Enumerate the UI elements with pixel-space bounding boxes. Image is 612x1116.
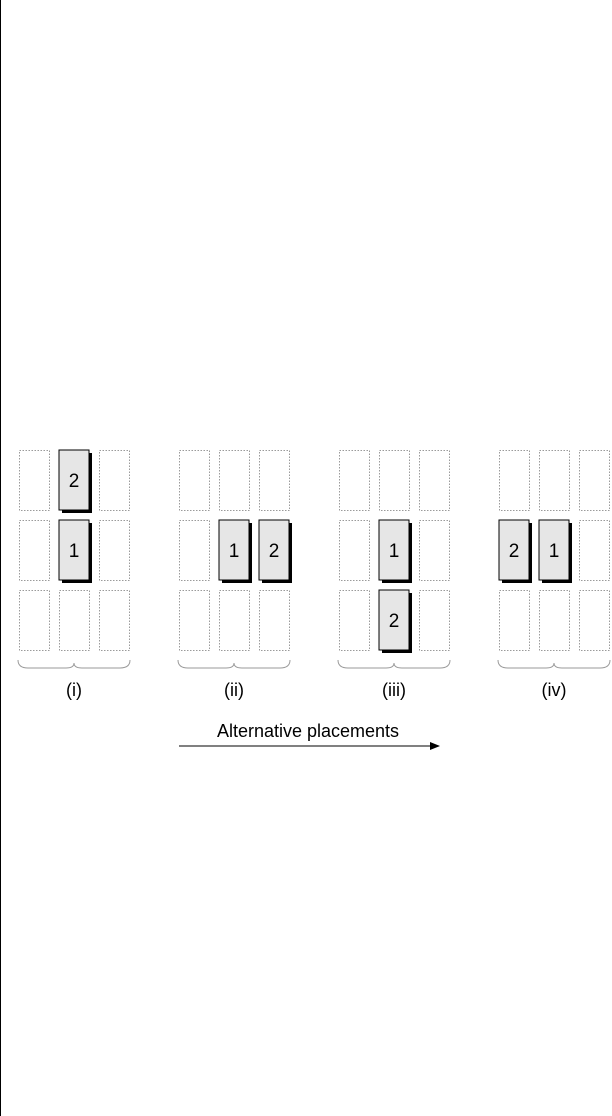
empty-slot (180, 591, 210, 651)
panel-brace (338, 660, 450, 668)
panel-label: (iv) (542, 680, 567, 700)
alternative-placements-arrow: Alternative placements (179, 721, 439, 746)
panel-3: 1 2 (iii) (338, 451, 450, 701)
slot-number-label: 1 (389, 541, 400, 562)
panel-brace (18, 660, 130, 668)
filled-slot: 1 (59, 520, 92, 583)
empty-slot (540, 451, 570, 511)
panel-label: (ii) (224, 680, 244, 700)
empty-slot (420, 591, 450, 651)
filled-slot: 2 (379, 590, 412, 653)
empty-slot (20, 451, 50, 511)
empty-slot (580, 451, 610, 511)
empty-slot (20, 521, 50, 581)
slot-number-label: 1 (69, 541, 80, 562)
panel-2: 1 2 (ii) (178, 451, 292, 701)
empty-slot (20, 591, 50, 651)
filled-slot: 2 (59, 450, 92, 513)
filled-slot: 1 (539, 520, 572, 583)
slot-number-label: 2 (69, 471, 80, 492)
empty-slot (420, 451, 450, 511)
empty-slot (220, 591, 250, 651)
empty-slot (260, 451, 290, 511)
filled-slot: 1 (219, 520, 252, 583)
filled-slot: 1 (379, 520, 412, 583)
panel-4: 2 1 (iv) (498, 451, 610, 701)
empty-slot (220, 451, 250, 511)
empty-slot (260, 591, 290, 651)
slot-number-label: 1 (229, 541, 240, 562)
filled-slot: 2 (259, 520, 292, 583)
filled-slot: 2 (499, 520, 532, 583)
empty-slot (420, 521, 450, 581)
slot-number-label: 2 (389, 611, 400, 632)
empty-slot (340, 521, 370, 581)
empty-slot (60, 591, 90, 651)
slot-number-label: 2 (509, 541, 520, 562)
panel-label: (i) (66, 680, 82, 700)
empty-slot (100, 591, 130, 651)
empty-slot (100, 451, 130, 511)
empty-slot (340, 591, 370, 651)
empty-slot (100, 521, 130, 581)
empty-slot (580, 591, 610, 651)
slot-number-label: 1 (549, 541, 560, 562)
panel-1: 2 1 (i) (18, 450, 130, 700)
empty-slot (340, 451, 370, 511)
panel-brace (178, 660, 290, 668)
empty-slot (580, 521, 610, 581)
empty-slot (180, 451, 210, 511)
slot-number-label: 2 (269, 541, 280, 562)
empty-slot (500, 591, 530, 651)
empty-slot (540, 591, 570, 651)
panels-layer: 2 1 (i) 1 2 (ii) 1 2 (iii) 2 1 (iv) (18, 450, 610, 700)
panel-label: (iii) (382, 680, 406, 700)
empty-slot (180, 521, 210, 581)
arrow-label: Alternative placements (217, 721, 399, 741)
empty-slot (500, 451, 530, 511)
panel-brace (498, 660, 610, 668)
empty-slot (380, 451, 410, 511)
